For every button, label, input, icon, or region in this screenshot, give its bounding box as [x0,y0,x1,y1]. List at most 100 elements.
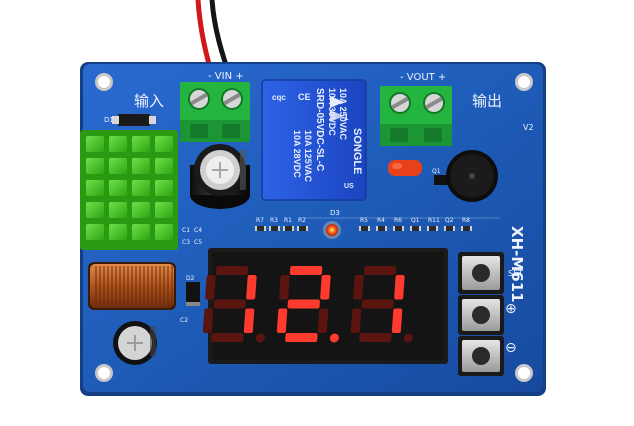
display-segment [215,266,249,275]
smd-pad [402,226,404,231]
smd-pad [470,226,472,231]
smd-resistor [394,226,403,231]
component-label: R3 [270,217,278,224]
transistor-q1: Q1 [432,168,448,185]
button-minus[interactable] [458,336,504,376]
heatsink-fin [86,158,104,174]
component-label: R2 [298,217,306,224]
smd-pad [453,226,455,231]
smd-pad [297,226,299,231]
smd-pad [368,226,370,231]
model-label: XH-M611 [508,226,526,303]
smd-pad [436,226,438,231]
display-segment [320,275,331,300]
display-decimal-point [403,333,413,343]
heatsink-fin [109,180,127,196]
smd-resistor [445,226,454,231]
relay-rating-5: 10A 28VDC [292,130,302,178]
d3-label: D3 [330,209,340,217]
display-segment [287,299,320,309]
vin-label: - VIN + [208,71,244,82]
component-label: R6 [394,217,402,224]
component-label: R4 [377,217,385,224]
display-segment [246,275,257,300]
smd-pad [255,226,257,231]
mounting-holes [95,73,533,382]
input-terminal-block [180,82,250,142]
display-digit [276,266,339,343]
display-decimal-point [255,333,265,343]
display-digit [350,266,413,343]
heatsink-fin [155,202,173,218]
relay-rating-4: 10A 125VAC [303,130,313,183]
smd-pad [264,226,266,231]
smd-resistor [377,226,386,231]
display-segment [279,275,290,300]
led-d3 [323,221,341,239]
capacitor-label: C3 [182,239,190,246]
display-segment [211,333,244,342]
d1-label: D1 [104,116,114,124]
relay-us-mark: US [344,183,354,190]
smd-pad [359,226,361,231]
component-label: R8 [462,217,470,224]
button-plus[interactable] [458,295,504,335]
display-digit [202,266,265,343]
heatsink-fin [132,180,150,196]
heatsink-fin [109,202,127,218]
heatsink [80,130,178,250]
relay: 10A 250VAC 10A 30VDC SRD-05VDC-SL-C 10A … [261,79,367,201]
capacitor-label: C1 [182,227,190,234]
set-label: SET [508,269,523,278]
smd-resistor [462,226,471,231]
smd-pad [419,226,421,231]
input-label: 输入 [134,92,164,110]
minus-label: ⊖ [505,340,517,356]
component-label: R1 [284,217,292,224]
heatsink-fin [86,224,104,240]
heatsink-fin [109,158,127,174]
heatsink-fin [86,136,104,152]
diode-d1 [112,114,156,126]
display-segment [205,275,216,300]
display-segment [317,308,329,333]
relay-pin-mark: 1 [344,113,349,122]
seven-segment-display [202,248,448,364]
heatsink-fin [132,224,150,240]
display-segment [276,308,288,333]
relay-cqc-mark: cqc [272,93,286,102]
smd-resistor [270,226,279,231]
smd-resistor [284,226,293,231]
relay-model: SRD-05VDC-SL-C [314,88,325,171]
heatsink-fin [109,224,127,240]
heatsink-fin [155,158,173,174]
display-segment [243,308,255,333]
plus-label: ⊕ [505,301,517,317]
button-set[interactable] [458,252,504,294]
smd-pad [269,226,271,231]
heatsink-fin [86,180,104,196]
display-segment [394,275,405,300]
display-segment [363,266,397,275]
capacitor-large [190,144,250,209]
smd-pad [283,226,285,231]
songle-logo-icon [330,96,344,122]
diode-d2 [186,282,200,306]
ceramic-capacitor-orange [388,160,422,176]
heatsink-fin [155,224,173,240]
inductor-coil [88,262,176,310]
vout-label: - VOUT + [400,72,446,83]
component-label: R5 [360,217,368,224]
output-terminal-block [380,86,452,146]
display-segment [285,333,318,342]
component-label: R11 [428,217,440,224]
display-segment [213,299,246,309]
smd-pad [461,226,463,231]
display-segment [289,266,323,275]
capacitor-label: C4 [194,227,202,234]
heatsink-fin [155,136,173,152]
